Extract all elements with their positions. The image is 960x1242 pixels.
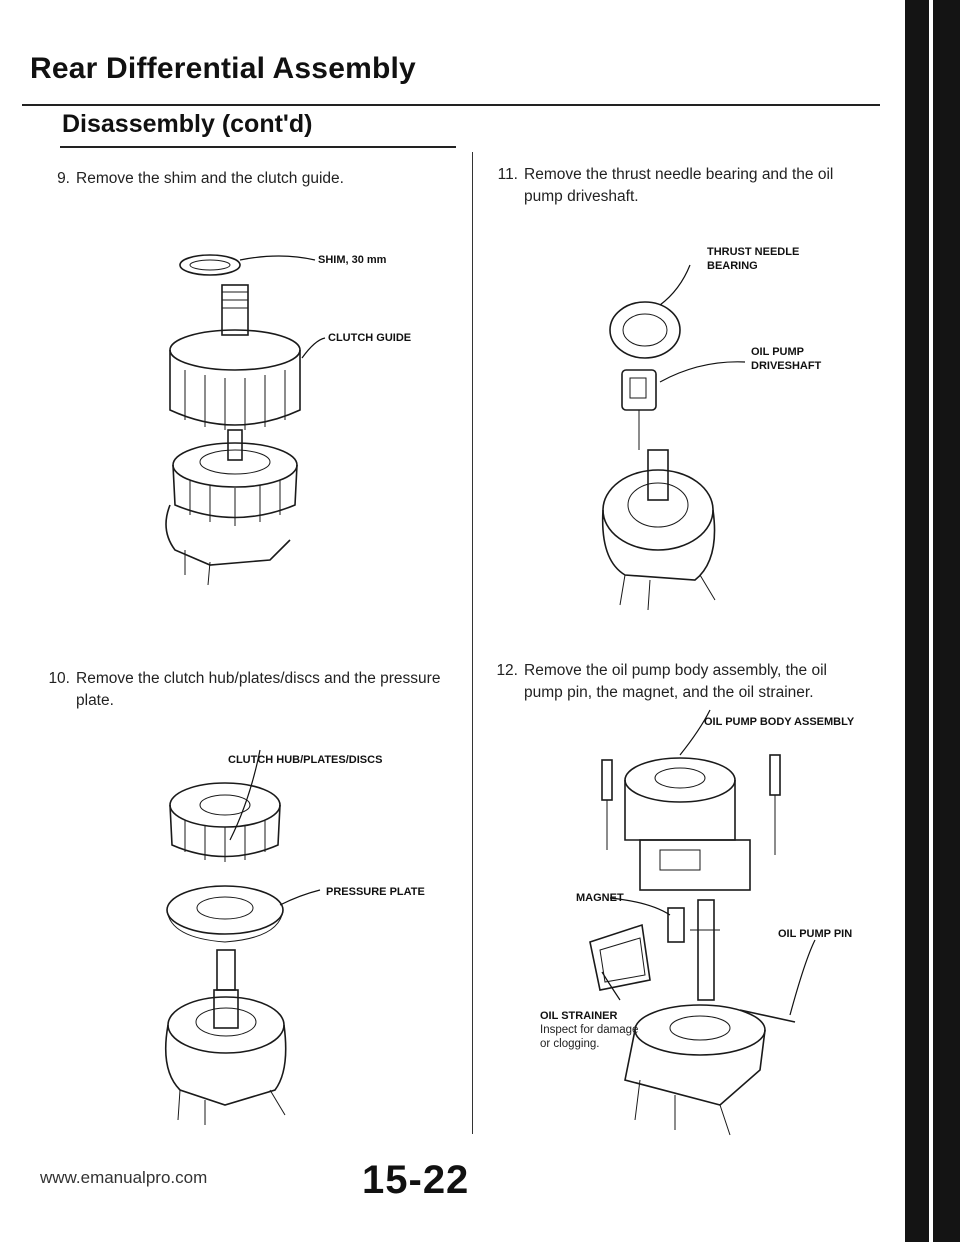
step-9: 9. Remove the shim and the clutch guide. — [52, 168, 452, 190]
oil-pump-body-illustration — [589, 709, 816, 1136]
label-oil-pump-pin: OIL PUMP PIN — [778, 928, 853, 940]
label-magnet: MAGNET — [576, 892, 624, 904]
footer-url[interactable]: www.emanualpro.com — [40, 1168, 208, 1187]
binding-edge-outer — [933, 0, 960, 1242]
label-oil-pump-body: OIL PUMP BODY ASSEMBLY — [704, 716, 855, 728]
note-strainer-1: Inspect for damage — [540, 1024, 639, 1036]
column-divider — [472, 152, 473, 1134]
label-oil-pump-drive-2: DRIVESHAFT — [751, 360, 822, 372]
label-oil-strainer: OIL STRAINER — [540, 1010, 618, 1022]
note-strainer-2: or clogging. — [540, 1038, 600, 1050]
page-title: Rear Differential Assembly — [30, 52, 416, 85]
label-thrust-bearing-1: THRUST NEEDLE — [707, 246, 800, 258]
title-rule — [22, 104, 880, 106]
step-text: Remove the oil pump body assembly, the o… — [524, 662, 827, 701]
step-12: 12. Remove the oil pump body assembly, th… — [494, 660, 874, 704]
step-number: 11. — [497, 166, 518, 183]
page-number: 15-22 — [362, 1158, 470, 1202]
label-clutch-hub: CLUTCH HUB/PLATES/DISCS — [228, 754, 383, 766]
step-text: Remove the thrust needle bearing and the… — [524, 166, 834, 205]
thrust-bearing-driveshaft-illustration — [601, 264, 746, 611]
step-10: 10. Remove the clutch hub/plates/discs an… — [46, 668, 456, 712]
label-clutch-guide: CLUTCH GUIDE — [328, 332, 412, 344]
step-number: 10. — [48, 670, 70, 687]
step-number: 12. — [496, 662, 518, 679]
section-subtitle: Disassembly (cont'd) — [62, 110, 313, 138]
step-number: 9. — [57, 170, 70, 187]
label-oil-pump-drive-1: OIL PUMP — [751, 346, 804, 358]
label-thrust-bearing-2: BEARING — [707, 260, 758, 272]
subtitle-rule — [60, 146, 456, 148]
step-text: Remove the clutch hub/plates/discs and t… — [76, 670, 441, 709]
shim-clutch-guide-illustration — [165, 254, 326, 586]
label-shim: SHIM, 30 mm — [318, 254, 387, 266]
clutch-hub-pressure-plate-illustration — [164, 749, 321, 1125]
label-pressure-plate: PRESSURE PLATE — [326, 886, 425, 898]
step-text: Remove the shim and the clutch guide. — [76, 170, 344, 187]
binding-edge — [905, 0, 929, 1242]
step-11: 11. Remove the thrust needle bearing and … — [494, 164, 874, 208]
